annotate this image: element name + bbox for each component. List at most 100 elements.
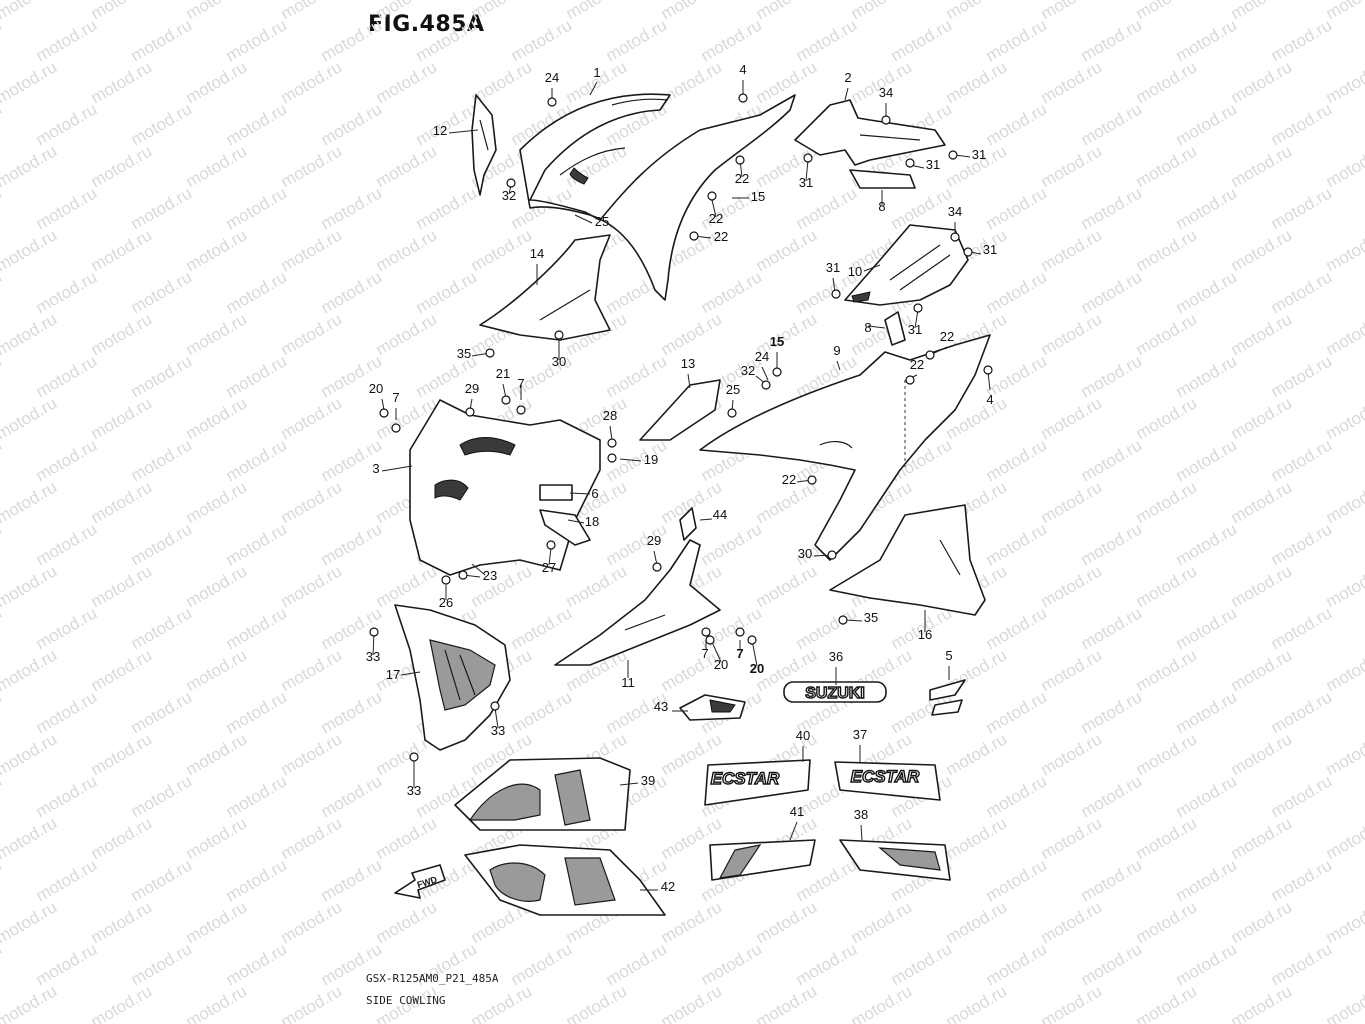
- watermark-text: motod.ru: [1323, 141, 1365, 191]
- watermark-text: motod.ru: [128, 939, 196, 989]
- watermark-text: motod.ru: [1323, 0, 1365, 23]
- bolt-icon: [501, 395, 511, 405]
- callout-c24b: 24: [755, 349, 769, 364]
- leader-line: [699, 518, 713, 521]
- watermark-text: motod.ru: [183, 897, 251, 947]
- figure-title: FIG.485A: [368, 12, 485, 37]
- watermark-text: motod.ru: [658, 0, 726, 23]
- watermark-text: motod.ru: [1038, 309, 1106, 359]
- watermark-text: motod.ru: [1038, 897, 1106, 947]
- ecstar-text-40: ECSTAR: [711, 769, 780, 788]
- watermark-text: motod.ru: [1228, 645, 1296, 695]
- watermark-text: motod.ru: [88, 309, 156, 359]
- watermark-text: motod.ru: [603, 939, 671, 989]
- leader-line: [381, 398, 385, 411]
- watermark-text: motod.ru: [1078, 435, 1146, 485]
- watermark-text: motod.ru: [698, 267, 766, 317]
- bolt-icon: [881, 115, 891, 125]
- watermark-text: motod.ru: [1173, 603, 1241, 653]
- watermark-text: motod.ru: [1173, 267, 1241, 317]
- bolt-icon: [458, 570, 468, 580]
- watermark-text: motod.ru: [1228, 141, 1296, 191]
- watermark-text: motod.ru: [563, 561, 631, 611]
- part-9-side-cowling: [699, 334, 991, 561]
- watermark-text: motod.ru: [1173, 939, 1241, 989]
- callout-c18: 18: [585, 514, 599, 529]
- watermark-text: motod.ru: [1038, 477, 1106, 527]
- watermark-text: motod.ru: [278, 729, 346, 779]
- watermark-text: motod.ru: [0, 0, 60, 23]
- watermark-text: motod.ru: [88, 729, 156, 779]
- watermark-text: motod.ru: [88, 561, 156, 611]
- watermark-text: motod.ru: [1133, 393, 1201, 443]
- watermark-text: motod.ru: [1038, 393, 1106, 443]
- watermark-text: motod.ru: [183, 645, 251, 695]
- callout-c35b: 35: [864, 610, 878, 625]
- callout-c20b: 20: [714, 657, 728, 672]
- watermark-text: motod.ru: [223, 15, 291, 65]
- callout-c27: 27: [542, 560, 556, 575]
- watermark-text: motod.ru: [128, 435, 196, 485]
- fasteners: [369, 93, 993, 762]
- bolt-icon: [705, 635, 715, 645]
- bolt-icon: [369, 627, 379, 637]
- watermark-text: motod.ru: [1323, 813, 1365, 863]
- leader-line: [381, 465, 413, 472]
- watermark-text: motod.ru: [1078, 603, 1146, 653]
- watermark-text: motod.ru: [413, 267, 481, 317]
- watermark-text: motod.ru: [0, 57, 60, 107]
- watermark-text: motod.ru: [468, 0, 536, 23]
- watermark-text: motod.ru: [698, 939, 766, 989]
- watermark-text: motod.ru: [603, 351, 671, 401]
- watermark-text: motod.ru: [848, 309, 916, 359]
- watermark-text: motod.ru: [33, 435, 101, 485]
- callout-c41: 41: [790, 804, 804, 819]
- watermark-text: motod.ru: [1268, 603, 1336, 653]
- watermark-text: motod.ru: [183, 393, 251, 443]
- watermark-text: motod.ru: [88, 813, 156, 863]
- watermark-text: motod.ru: [983, 519, 1051, 569]
- watermark-text: motod.ru: [1078, 99, 1146, 149]
- callout-c15a: 15: [751, 189, 765, 204]
- watermark-text: motod.ru: [1078, 351, 1146, 401]
- watermark-text: motod.ru: [1173, 99, 1241, 149]
- watermark-text: motod.ru: [1228, 477, 1296, 527]
- bolt-icon: [707, 191, 717, 201]
- bolt-icon: [838, 615, 848, 625]
- callout-c40: 40: [796, 728, 810, 743]
- watermark-text: motod.ru: [1133, 981, 1201, 1024]
- callout-c9: 9: [833, 343, 840, 358]
- bolt-icon: [506, 178, 516, 188]
- watermark-text: motod.ru: [128, 99, 196, 149]
- watermark-text: motod.ru: [223, 939, 291, 989]
- watermark-text: motod.ru: [698, 15, 766, 65]
- callout-c44: 44: [713, 507, 727, 522]
- watermark-text: motod.ru: [0, 393, 60, 443]
- watermark-text: motod.ru: [1323, 981, 1365, 1024]
- watermark-text: motod.ru: [983, 183, 1051, 233]
- watermark-text: motod.ru: [943, 57, 1011, 107]
- watermark-text: motod.ru: [1268, 855, 1336, 905]
- watermark-text: motod.ru: [373, 141, 441, 191]
- watermark-text: motod.ru: [1323, 729, 1365, 779]
- bolt-icon: [607, 438, 617, 448]
- watermark-text: motod.ru: [373, 57, 441, 107]
- callout-c32a: 32: [502, 188, 516, 203]
- watermark-text: motod.ru: [1228, 981, 1296, 1024]
- watermark-text: motod.ru: [753, 897, 821, 947]
- watermark-text: motod.ru: [88, 393, 156, 443]
- watermark-text: motod.ru: [128, 771, 196, 821]
- bolt-icon: [913, 303, 923, 313]
- watermark-text: motod.ru: [603, 15, 671, 65]
- watermark-text: motod.ru: [373, 225, 441, 275]
- leader-line: [619, 782, 639, 786]
- watermark-text: motod.ru: [128, 15, 196, 65]
- callout-c32b: 32: [741, 363, 755, 378]
- watermark-text: motod.ru: [88, 645, 156, 695]
- watermark-text: motod.ru: [1078, 855, 1146, 905]
- watermark-text: motod.ru: [1133, 897, 1201, 947]
- watermark-text: motod.ru: [0, 225, 60, 275]
- callout-c22b: 22: [709, 211, 723, 226]
- callout-c26: 26: [439, 595, 453, 610]
